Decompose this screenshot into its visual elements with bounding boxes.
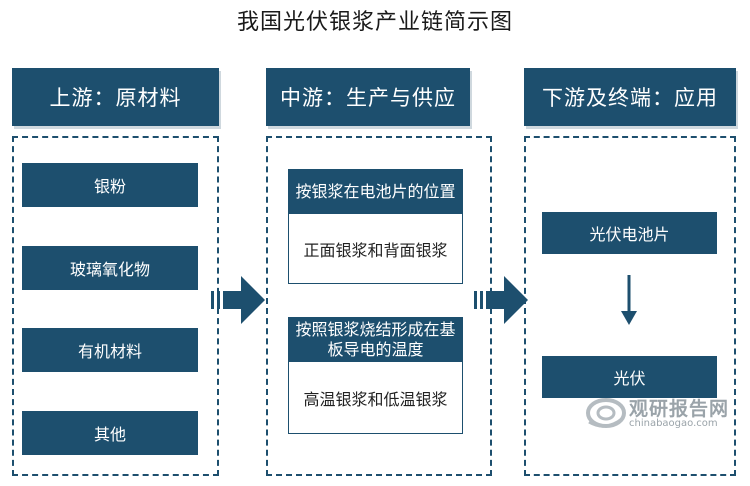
midstream-card-temperature: 按照银浆烧结形成在基板导电的温度 高温银浆和低温银浆 (288, 317, 463, 434)
watermark: 观研报告网 chinabaogao.com (585, 392, 745, 436)
midstream-card-position: 按银浆在电池片的位置 正面银浆和背面银浆 (288, 169, 463, 284)
flow-arrow-upstream-to-midstream (211, 276, 265, 324)
downstream-item-pv-cell: 光伏电池片 (542, 212, 717, 254)
midstream-header: 中游：生产与供应 (266, 68, 470, 126)
card-temperature-body: 高温银浆和低温银浆 (303, 389, 448, 409)
upstream-item-organic-material: 有机材料 (22, 328, 198, 372)
upstream-item-silver-powder: 银粉 (22, 163, 198, 207)
watermark-name: 观研报告网 (629, 398, 730, 420)
card-temperature-head: 按照银浆烧结形成在基板导电的温度 (289, 318, 462, 362)
down-arrow (621, 275, 637, 325)
upstream-item-glass-oxide: 玻璃氧化物 (22, 246, 198, 290)
upstream-item-other: 其他 (22, 411, 198, 455)
diagram-title: 我国光伏银浆产业链简示图 (236, 10, 513, 35)
card-position-body: 正面银浆和背面银浆 (303, 240, 448, 260)
card-position-head: 按银浆在电池片的位置 (289, 170, 462, 214)
flow-arrow-midstream-to-downstream (474, 276, 528, 324)
downstream-header: 下游及终端：应用 (524, 68, 736, 126)
upstream-header: 上游：原材料 (12, 68, 219, 126)
watermark-url: chinabaogao.com (629, 418, 718, 429)
downstream-box (524, 136, 736, 476)
watermark-logo-icon (586, 398, 626, 428)
downstream-item-pv: 光伏 (542, 356, 717, 398)
